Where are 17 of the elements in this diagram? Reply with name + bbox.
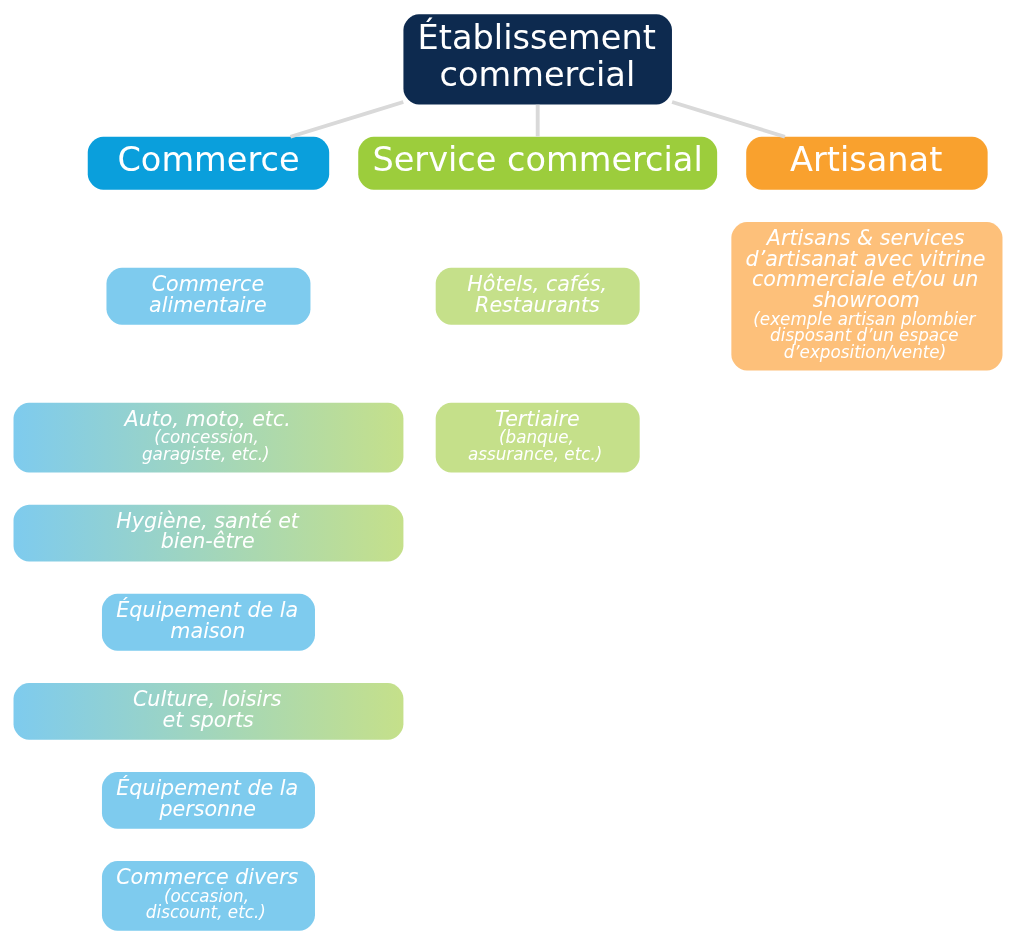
node-box: Tertiaire (banque, assurance, etc.) <box>435 402 640 473</box>
node-box: Hygiène, santé et bien-être <box>13 504 404 562</box>
node-box: Artisanat <box>746 136 988 190</box>
node-box: Commerce alimentaire <box>106 267 311 325</box>
node-box: Équipement de la personne <box>101 772 315 829</box>
node-box: Commerce divers (occasion, discount, etc.) <box>101 861 315 931</box>
connector <box>671 100 786 139</box>
connector <box>289 100 404 139</box>
node-box: Artisans & services d’artisanat avec vitrine commerciale et/ou un showroom (exemple artisan plombier disposant d’un espace d’exposition/vente) <box>731 222 1003 371</box>
node-box: Commerce <box>87 136 330 190</box>
node-box: Service commercial <box>358 136 718 190</box>
node-box: Équipement de la maison <box>101 593 315 651</box>
connector <box>535 104 540 137</box>
node-box: Auto, moto, etc. (concession, garagiste, etc.) <box>13 402 404 473</box>
node-box: Hôtels, cafés, Restaurants <box>435 267 640 325</box>
node-box: Établissement commercial <box>403 14 672 105</box>
node-box: Culture, loisirs et sports <box>13 682 404 740</box>
